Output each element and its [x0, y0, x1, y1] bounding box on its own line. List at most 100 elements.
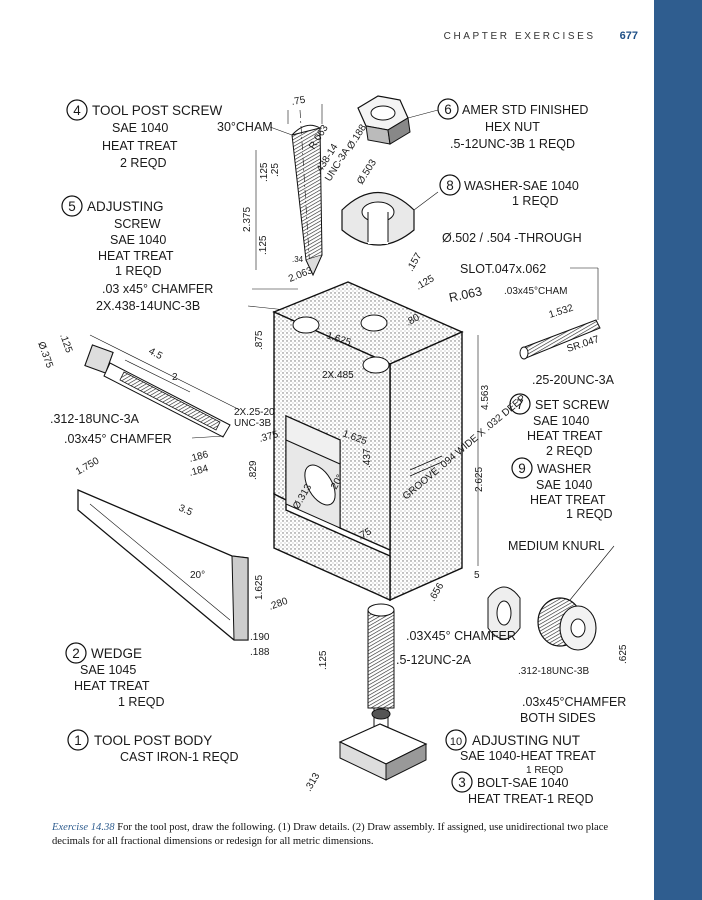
- svg-text:2 REQD: 2 REQD: [120, 156, 167, 170]
- adjusting-screw: Ø.375 .125 4.5 2 .312-18UNC-3A .03x45° C…: [35, 282, 306, 446]
- svg-text:.34: .34: [292, 255, 304, 264]
- svg-text:.157: .157: [405, 251, 424, 274]
- callout-3: 3 BOLT-SAE 1040 HEAT TREAT-1 REQD: [451, 771, 594, 806]
- svg-text:.875: .875: [254, 330, 265, 350]
- svg-text:.437: .437: [362, 448, 373, 468]
- svg-text:2X.25-20: 2X.25-20: [234, 407, 275, 418]
- svg-text:4: 4: [73, 103, 81, 118]
- svg-text:30°CHAM: 30°CHAM: [217, 120, 273, 134]
- callout-8: 8 WASHER-SAE 1040 1 REQD: [439, 174, 579, 208]
- svg-text:2X.485: 2X.485: [322, 370, 354, 381]
- callout-6: 6 AMER STD FINISHED HEX NUT .5-12UNC-3B …: [437, 98, 588, 151]
- svg-text:ADJUSTING NUT: ADJUSTING NUT: [472, 733, 580, 748]
- svg-text:1: 1: [74, 733, 82, 748]
- svg-text:Ø.375: Ø.375: [35, 340, 55, 370]
- chapter-label: CHAPTER EXERCISES: [443, 31, 596, 42]
- svg-text:2.625: 2.625: [474, 467, 485, 492]
- svg-text:CAST IRON-1 REQD: CAST IRON-1 REQD: [120, 750, 239, 764]
- svg-text:WASHER: WASHER: [537, 462, 591, 476]
- bolt: .125 .03X45° CHAMFER .5-12UNC-2A .313 .6…: [303, 570, 516, 794]
- svg-text:.280: .280: [267, 596, 289, 613]
- wedge: 1.750 3.5 20° 1.625 .280 .190 .188: [74, 455, 290, 658]
- svg-text:.125: .125: [259, 162, 270, 182]
- callout-10: 10 ADJUSTING NUT SAE 1040-HEAT TREAT 1 R…: [445, 729, 596, 776]
- svg-text:.125: .125: [414, 273, 437, 292]
- callout-1: 1 TOOL POST BODY CAST IRON-1 REQD: [67, 729, 239, 764]
- svg-text:BOTH SIDES: BOTH SIDES: [520, 711, 596, 725]
- svg-text:.125: .125: [57, 332, 74, 354]
- svg-text:1.625: 1.625: [254, 575, 265, 600]
- svg-text:Ø.503: Ø.503: [355, 157, 379, 186]
- svg-text:SAE 1040: SAE 1040: [112, 121, 168, 135]
- chapter-color-tab: [654, 0, 702, 900]
- svg-text:10: 10: [450, 736, 462, 748]
- svg-text:SCREW: SCREW: [114, 217, 161, 231]
- svg-text:20°: 20°: [190, 570, 205, 581]
- tool-post-body: 2.063 .125 R.063 .03x45°CHAM 1.625 .875 …: [188, 265, 567, 602]
- svg-text:.5-12UNC-2A: .5-12UNC-2A: [396, 653, 472, 667]
- svg-text:.03x45°CHAMFER: .03x45°CHAMFER: [522, 695, 626, 709]
- tool-post-screw: 30°CHAM .75 R.063 .438-14 UNC-3A Ø.188 Ø…: [217, 95, 379, 277]
- figure-caption: Exercise 14.38 For the tool post, draw t…: [52, 821, 642, 849]
- svg-text:.125: .125: [318, 650, 329, 670]
- svg-text:1 REQD: 1 REQD: [566, 507, 613, 521]
- svg-text:WEDGE: WEDGE: [91, 646, 142, 661]
- callout-9: 9 WASHER SAE 1040 HEAT TREAT 1 REQD: [511, 457, 613, 521]
- svg-text:TOOL POST SCREW: TOOL POST SCREW: [92, 103, 223, 118]
- callout-2: 2 WEDGE SAE 1045 HEAT TREAT 1 REQD: [65, 642, 165, 709]
- svg-text:1 REQD: 1 REQD: [115, 264, 162, 278]
- svg-text:3: 3: [458, 775, 466, 790]
- svg-text:.03 x45° CHAMFER: .03 x45° CHAMFER: [102, 282, 213, 296]
- svg-text:.03X45° CHAMFER: .03X45° CHAMFER: [406, 629, 516, 643]
- svg-text:4.563: 4.563: [480, 385, 491, 410]
- svg-text:1.532: 1.532: [548, 303, 576, 321]
- callout-7: 7 SET SCREW SAE 1040 HEAT TREAT 2 REQD: [509, 393, 609, 458]
- svg-text:.25-20UNC-3A: .25-20UNC-3A: [532, 373, 615, 387]
- svg-text:3.5: 3.5: [177, 503, 195, 519]
- hex-nut: [357, 95, 439, 145]
- svg-text:TOOL POST BODY: TOOL POST BODY: [94, 733, 212, 748]
- exercise-label: Exercise 14.38: [52, 822, 115, 833]
- svg-text:SAE 1040: SAE 1040: [536, 478, 592, 492]
- svg-text:.03x45°CHAM: .03x45°CHAM: [504, 286, 567, 297]
- callout-5: 5 ADJUSTING SCREW SAE 1040 HEAT TREAT 1 …: [61, 195, 174, 278]
- svg-text:HEAT TREAT: HEAT TREAT: [530, 493, 606, 507]
- svg-text:1 REQD: 1 REQD: [512, 194, 559, 208]
- svg-text:.25: .25: [270, 163, 281, 177]
- svg-text:1.750: 1.750: [74, 455, 102, 477]
- svg-text:.184: .184: [188, 463, 210, 479]
- svg-text:4.5: 4.5: [147, 346, 165, 362]
- svg-text:1 REQD: 1 REQD: [118, 695, 165, 709]
- svg-text:2.375: 2.375: [242, 207, 253, 232]
- svg-text:UNC-3B: UNC-3B: [234, 418, 272, 429]
- svg-text:SAE 1045: SAE 1045: [80, 663, 136, 677]
- svg-text:1 REQD: 1 REQD: [526, 765, 563, 776]
- svg-text:.312-18UNC-3B: .312-18UNC-3B: [518, 666, 589, 677]
- svg-text:SAE 1040: SAE 1040: [533, 414, 589, 428]
- running-header: CHAPTER EXERCISES 677: [444, 30, 638, 42]
- svg-text:AMER STD FINISHED: AMER STD FINISHED: [462, 103, 588, 117]
- svg-text:2: 2: [172, 372, 178, 383]
- svg-text:HEAT TREAT: HEAT TREAT: [102, 139, 178, 153]
- svg-text:ADJUSTING: ADJUSTING: [87, 199, 164, 214]
- svg-text:WASHER-SAE 1040: WASHER-SAE 1040: [464, 179, 579, 193]
- svg-text:2.063: 2.063: [287, 265, 315, 285]
- set-screw: 1.532 SR.047 .25-20UNC-3A: [519, 303, 615, 387]
- svg-text:BOLT-SAE 1040: BOLT-SAE 1040: [477, 776, 569, 790]
- caption-text: For the tool post, draw the following. (…: [52, 822, 609, 847]
- tool-post-drawing: 4 TOOL POST SCREW SAE 1040 HEAT TREAT 2 …: [30, 80, 650, 810]
- svg-text:SET SCREW: SET SCREW: [535, 398, 609, 412]
- svg-text:SAE 1040: SAE 1040: [110, 233, 166, 247]
- svg-text:.625: .625: [618, 644, 629, 664]
- svg-text:5: 5: [68, 199, 76, 214]
- svg-text:HEX NUT: HEX NUT: [485, 120, 540, 134]
- svg-text:HEAT TREAT: HEAT TREAT: [527, 429, 603, 443]
- slotted-washer: .157 Ø.502 / .504 -THROUGH SLOT.047x.062: [341, 191, 599, 320]
- knurled-washer-and-nut: MEDIUM KNURL .312-18UNC-3B .03x45°CHAMFE…: [487, 539, 629, 725]
- svg-text:SAE 1040-HEAT TREAT: SAE 1040-HEAT TREAT: [460, 749, 596, 763]
- svg-text:.03x45° CHAMFER: .03x45° CHAMFER: [64, 432, 172, 446]
- svg-text:.375: .375: [258, 429, 280, 445]
- svg-text:.5-12UNC-3B 1 REQD: .5-12UNC-3B 1 REQD: [450, 137, 575, 151]
- svg-text:7: 7: [516, 397, 524, 412]
- svg-text:.829: .829: [248, 460, 259, 480]
